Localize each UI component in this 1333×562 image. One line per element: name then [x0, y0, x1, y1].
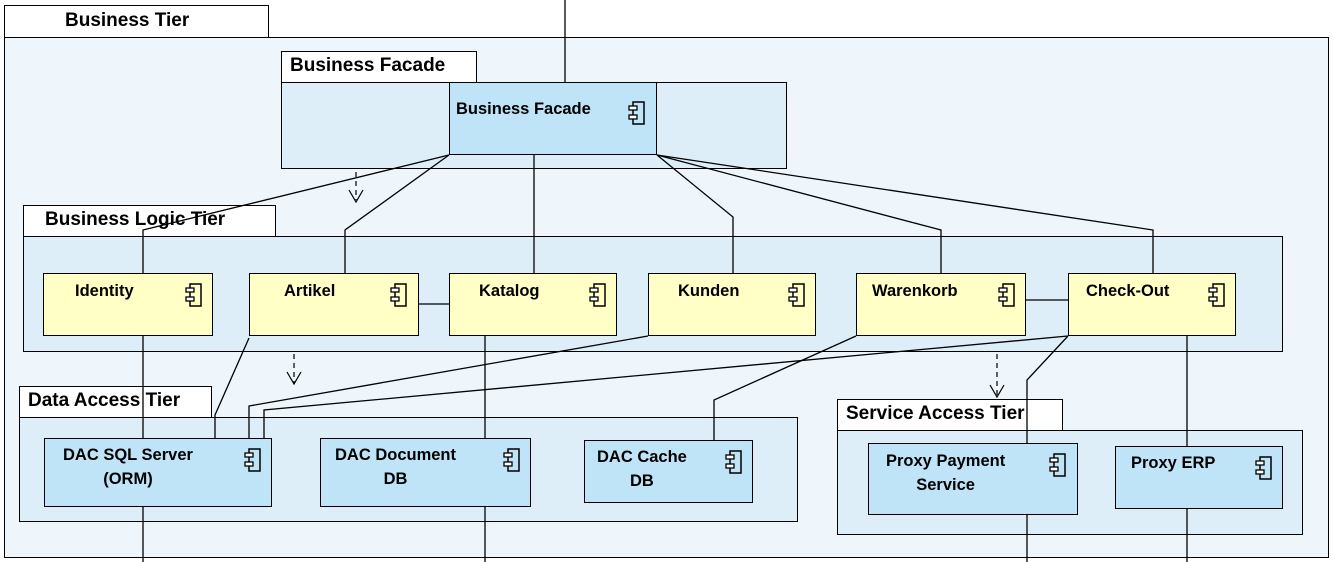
artikel-name: Artikel — [284, 279, 335, 303]
business-tier-tab: Business Tier — [4, 5, 269, 38]
dac-document-db-name-line1: DAC Document — [335, 446, 457, 464]
business-facade-package-tab: Business Facade — [281, 51, 477, 83]
kunden-name: Kunden — [678, 279, 739, 303]
proxy-erp-name: Proxy ERP — [1131, 451, 1215, 475]
warenkorb-component[interactable]: Warenkorb — [856, 273, 1026, 336]
business-logic-tier-label: Business Logic Tier — [45, 209, 226, 230]
dac-sql-server-name-line2: (ORM) — [103, 470, 153, 488]
katalog-name: Katalog — [479, 279, 540, 303]
kunden-component[interactable]: Kunden — [648, 273, 816, 336]
dac-cache-db-component[interactable]: DAC Cache DB — [584, 440, 753, 503]
identity-component[interactable]: Identity — [43, 273, 213, 336]
business-facade-name: Business Facade — [456, 97, 591, 121]
proxy-payment-service-name: Proxy Payment Service — [886, 449, 1005, 497]
warenkorb-name: Warenkorb — [872, 279, 958, 303]
component-icon — [244, 448, 261, 472]
component-icon — [1208, 283, 1225, 307]
dac-sql-server-name-line1: DAC SQL Server — [63, 446, 193, 464]
business-facade-component[interactable]: Business Facade — [449, 82, 657, 155]
component-icon — [1255, 456, 1272, 480]
proxy-payment-service-name-line2: Service — [916, 476, 975, 494]
proxy-payment-service-component[interactable]: Proxy Payment Service — [868, 443, 1078, 515]
katalog-component[interactable]: Katalog — [449, 273, 617, 336]
business-facade-package-label: Business Facade — [290, 55, 446, 76]
proxy-payment-service-name-line1: Proxy Payment — [886, 452, 1006, 470]
proxy-erp-component[interactable]: Proxy ERP — [1115, 446, 1283, 509]
component-icon — [589, 283, 606, 307]
component-icon — [503, 448, 520, 472]
component-icon — [628, 101, 645, 125]
service-access-tier-tab: Service Access Tier — [837, 399, 1063, 431]
checkout-name: Check-Out — [1086, 279, 1169, 303]
component-icon — [725, 450, 742, 474]
business-facade-name-line: Business Facade — [456, 100, 591, 118]
dac-sql-server-component[interactable]: DAC SQL Server (ORM) — [44, 438, 272, 507]
checkout-component[interactable]: Check-Out — [1068, 273, 1236, 336]
dac-sql-server-name: DAC SQL Server (ORM) — [63, 443, 193, 491]
dac-cache-db-name-line2: DB — [630, 472, 654, 490]
identity-name-line: Identity — [75, 282, 134, 300]
checkout-name-line: Check-Out — [1086, 282, 1170, 300]
service-access-tier-label: Service Access Tier — [846, 403, 1025, 424]
dac-document-db-component[interactable]: DAC Document DB — [320, 438, 531, 507]
proxy-erp-name-line: Proxy ERP — [1131, 454, 1216, 472]
component-icon — [788, 283, 805, 307]
dac-document-db-name-line2: DB — [383, 470, 408, 488]
dac-document-db-name: DAC Document DB — [335, 443, 456, 491]
kunden-name-line: Kunden — [678, 282, 740, 300]
katalog-name-line: Katalog — [479, 282, 540, 300]
component-icon — [1049, 453, 1066, 477]
dac-cache-db-name: DAC Cache DB — [597, 445, 687, 493]
component-icon — [185, 283, 202, 307]
artikel-component[interactable]: Artikel — [249, 273, 419, 336]
artikel-name-line: Artikel — [284, 282, 336, 300]
data-access-tier-label: Data Access Tier — [28, 390, 181, 411]
business-logic-tier-tab: Business Logic Tier — [23, 205, 276, 237]
dac-cache-db-name-line1: DAC Cache — [597, 448, 687, 466]
component-icon — [390, 283, 407, 307]
component-icon — [998, 283, 1015, 307]
identity-name: Identity — [75, 279, 134, 303]
business-tier-label: Business Tier — [65, 10, 190, 31]
warenkorb-name-line: Warenkorb — [872, 282, 958, 300]
data-access-tier-tab: Data Access Tier — [19, 386, 212, 418]
